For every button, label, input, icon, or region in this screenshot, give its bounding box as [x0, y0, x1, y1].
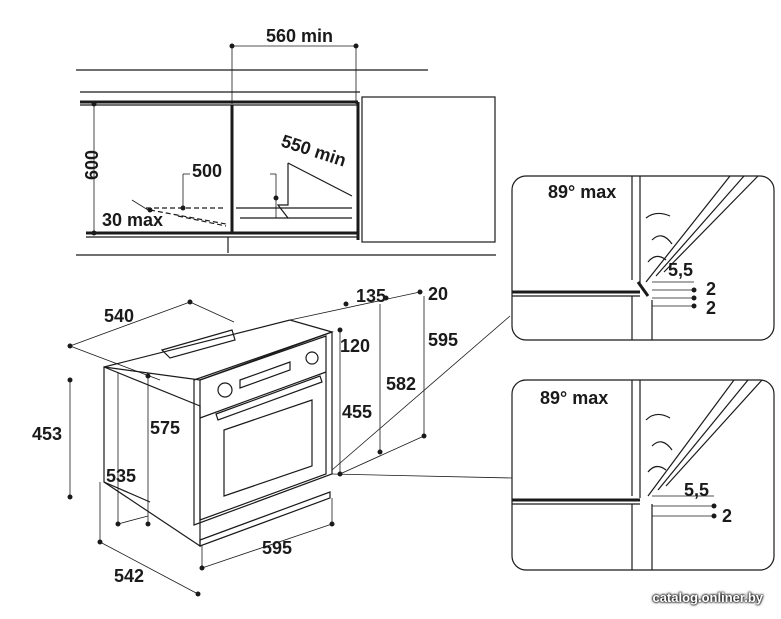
watermark: catalog.onliner.by	[652, 590, 763, 605]
oven-dimension-lines	[67, 289, 427, 597]
cabinet-niche-view	[76, 69, 496, 256]
detail-top-gap-2b-label: 2	[706, 298, 716, 318]
oven-body	[103, 319, 334, 548]
dim-30-max-label: 30 max	[102, 210, 163, 230]
detail-callout-top	[511, 175, 775, 341]
dim-120-label: 120	[340, 336, 370, 356]
dim-453-label: 453	[32, 424, 62, 444]
dim-575-label: 575	[150, 418, 180, 438]
dim-595-bottom-label: 595	[262, 538, 292, 558]
dim-542-label: 542	[114, 566, 144, 586]
dim-height-label: 600	[82, 150, 102, 180]
dim-width-min-label: 560 min	[266, 26, 333, 46]
dim-20-label: 20	[428, 284, 448, 304]
detail-top-gap-5-5-label: 5,5	[668, 260, 693, 280]
dim-535-label: 535	[106, 466, 136, 486]
dim-550-min-label: 550 min	[279, 131, 349, 171]
dim-582-label: 582	[386, 374, 416, 394]
dim-540-label: 540	[104, 306, 134, 326]
detail-top-angle-label: 89° max	[548, 182, 616, 202]
dim-500-label: 500	[192, 161, 222, 181]
detail-top-gap-2a-label: 2	[706, 279, 716, 299]
detail-bottom-gap-2-label: 2	[722, 506, 732, 526]
dim-595-right-label: 595	[428, 330, 458, 350]
dim-455-label: 455	[342, 402, 372, 422]
detail-bottom-gap-5-5-label: 5,5	[684, 480, 709, 500]
detail-callout-bottom	[511, 379, 775, 571]
dim-135-label: 135	[356, 286, 386, 306]
detail-leader-lines	[331, 315, 513, 479]
top-dimension-lines	[91, 43, 359, 236]
detail-bottom-angle-label: 89° max	[540, 388, 608, 408]
